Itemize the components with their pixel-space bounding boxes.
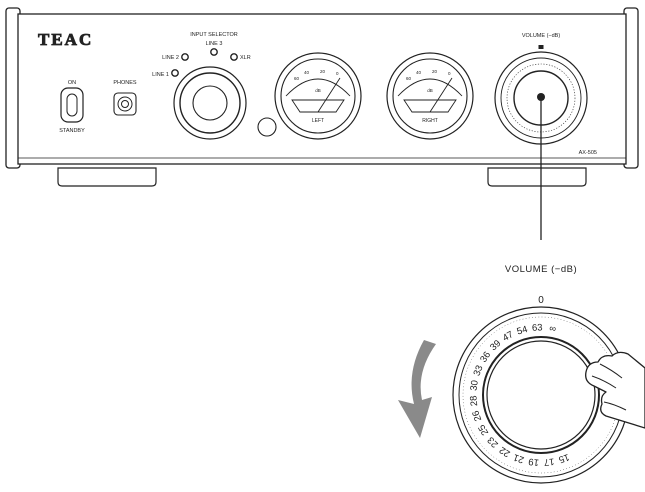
right-level-meter: 60 40 20 0 dB RIGHT	[386, 52, 474, 140]
left-level-meter: 60 40 20 0 dB LEFT	[274, 52, 362, 140]
callout-scale-label: 30	[469, 379, 481, 391]
input-selector-title: INPUT SELECTOR	[190, 32, 238, 38]
right-meter-scale-40: 40	[416, 70, 422, 75]
left-meter-scale-0: 0	[336, 71, 339, 76]
callout-scale-label: 54	[516, 324, 529, 338]
input-led-line3	[210, 48, 218, 56]
callout-scale-label: 28	[468, 395, 480, 406]
left-meter-name: LEFT	[312, 118, 324, 124]
right-meter-scale-0: 0	[448, 71, 451, 76]
callout-scale-label: 36	[478, 350, 493, 365]
callout-scale-label: 26	[470, 409, 484, 422]
left-meter-scale-60: 60	[294, 76, 300, 81]
right-meter-scale-20: 20	[432, 69, 438, 74]
callout-volume-label: VOLUME (−dB)	[505, 264, 577, 275]
input-led-xlr	[230, 53, 238, 61]
input-label-line1: LINE 1	[152, 72, 169, 78]
power-on-label: ON	[68, 80, 76, 86]
callout-zero-mark: 0	[538, 295, 544, 306]
counterclockwise-rotation-arrow	[398, 340, 436, 438]
phones-label: PHONES	[113, 80, 137, 86]
right-meter-scale-60: 60	[406, 76, 412, 81]
input-led-line2	[181, 53, 189, 61]
callout-scale-label: 15	[557, 451, 571, 465]
right-meter-name: RIGHT	[422, 118, 438, 124]
power-standby-label: STANDBY	[59, 128, 85, 134]
right-meter-unit: dB	[427, 88, 433, 93]
callout-scale-label: 63	[532, 322, 543, 334]
callout-scale-label: 25	[476, 422, 491, 437]
callout-scale-label: 47	[501, 329, 516, 344]
amplifier-front-panel: TEAC ON STANDBY PHONES INPUT SELECTOR LI…	[5, 7, 639, 187]
callout-scale-label: 19	[528, 456, 540, 468]
remote-sensor	[257, 117, 277, 137]
input-label-xlr: XLR	[240, 55, 251, 61]
power-switch-lever	[66, 93, 78, 117]
callout-scale-label: 21	[512, 451, 526, 465]
left-meter-unit: dB	[315, 88, 321, 93]
left-meter-scale-40: 40	[304, 70, 310, 75]
panel-model-label: AX-505	[579, 150, 597, 156]
hand-fingers	[585, 351, 645, 429]
hand-illustration	[585, 351, 645, 429]
callout-volume-knob[interactable]	[486, 340, 596, 450]
left-foot	[57, 167, 157, 187]
panel-volume-top-marker	[538, 45, 544, 49]
left-meter-scale-20: 20	[320, 69, 326, 74]
brand-logo: TEAC	[38, 30, 93, 49]
input-label-line3: LINE 3	[206, 41, 223, 47]
input-led-line1	[171, 69, 179, 77]
panel-volume-label: VOLUME (−dB)	[522, 33, 561, 39]
right-foot	[487, 167, 587, 187]
callout-scale-label: 33	[472, 364, 486, 378]
callout-scale-label: 17	[543, 455, 555, 467]
input-label-line2: LINE 2	[162, 55, 179, 61]
callout-scale-label: 22	[498, 444, 513, 459]
callout-scale-label: ∞	[548, 323, 557, 335]
